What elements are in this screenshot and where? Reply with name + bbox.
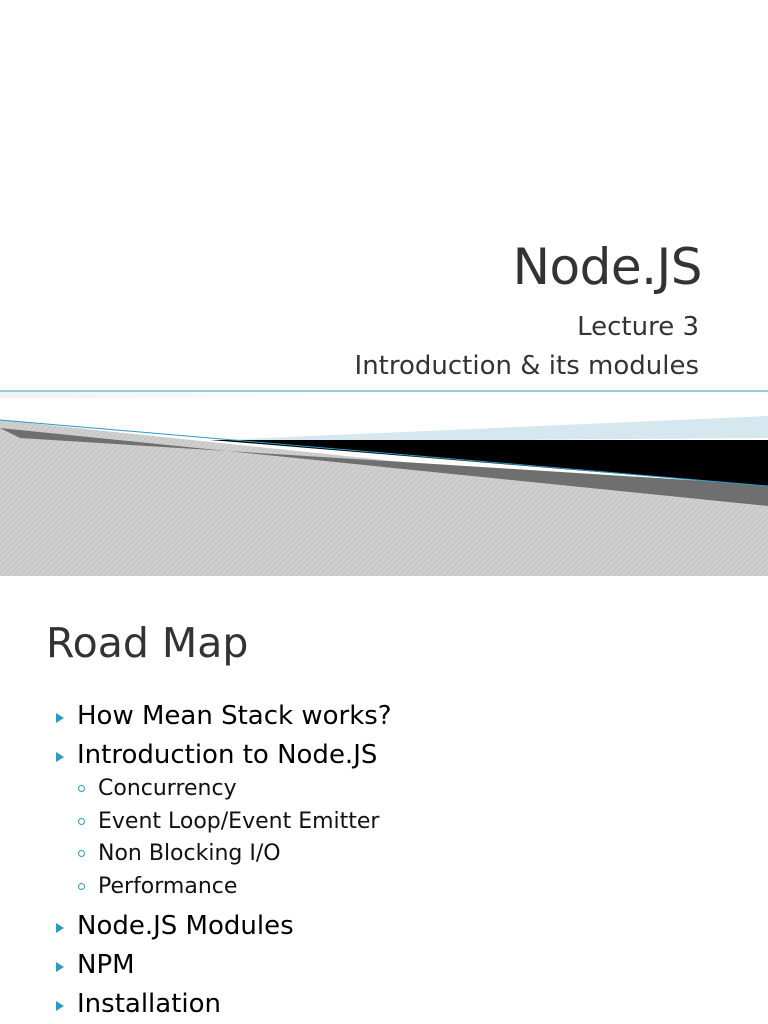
subtitle-line-topic: Introduction & its modules <box>354 351 699 381</box>
slide-subtitle: Lecture 3 Introduction & its modules <box>355 308 699 386</box>
accent-line-diagonal <box>0 419 768 487</box>
light-blue-wedge <box>220 416 768 442</box>
fade-strip <box>0 392 380 398</box>
gray-wedge <box>0 428 768 506</box>
bullet-circle-icon <box>78 850 85 857</box>
list-item-text: Non Blocking I/O <box>98 841 281 866</box>
list-item-text: Installation <box>77 988 222 1019</box>
list-item-text: Introduction to Node.JS <box>77 740 378 770</box>
list-item-text: NPM <box>77 949 135 980</box>
bullet-arrow-icon <box>56 1000 64 1011</box>
bullet-circle-icon <box>78 882 85 890</box>
list-item-text: Concurrency <box>98 776 237 801</box>
bullet-arrow-icon <box>56 752 64 762</box>
list-item-text: How Mean Stack works? <box>77 701 392 731</box>
bullet-arrow-icon <box>56 713 64 723</box>
bullet-arrow-icon <box>56 922 64 933</box>
title-slide: Node.JS Lecture 3 Introduction & its mod… <box>0 238 768 576</box>
slide-title: Node.JS <box>512 238 703 296</box>
roadmap-heading: Road Map <box>46 619 249 667</box>
bullet-circle-icon <box>78 817 85 825</box>
bullet-circle-icon <box>78 785 85 792</box>
roadmap-slide: Road Map How Mean Stack works? Introducti… <box>0 576 768 1024</box>
textured-band <box>0 420 768 576</box>
bullet-arrow-icon <box>56 961 64 972</box>
list-item-text: Node.JS Modules <box>77 910 294 941</box>
list-item-text: Event Loop/Event Emitter <box>98 808 380 834</box>
list-item-text: Performance <box>98 873 238 899</box>
decorative-banner <box>0 390 768 576</box>
black-wedge <box>210 440 768 486</box>
subtitle-line-lecture: Lecture 3 <box>577 312 699 342</box>
